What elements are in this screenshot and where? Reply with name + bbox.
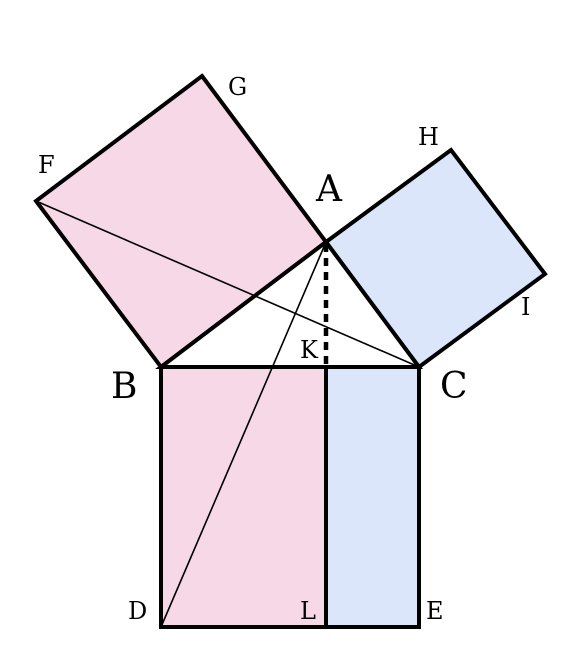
rectangle-kcel: [324, 365, 421, 629]
label-a: A: [315, 169, 343, 210]
label-e: E: [426, 597, 444, 625]
label-f: F: [38, 151, 55, 179]
line-fc: [35, 200, 420, 368]
label-b: B: [111, 366, 137, 407]
label-i: I: [521, 293, 530, 321]
label-g: G: [228, 73, 247, 101]
label-d: D: [128, 597, 147, 625]
line-da: [160, 241, 327, 628]
rectangle-bkld: [159, 365, 328, 629]
label-c: C: [440, 366, 468, 407]
label-k: K: [300, 336, 319, 364]
label-h: H: [418, 123, 439, 151]
label-l: L: [300, 597, 316, 625]
